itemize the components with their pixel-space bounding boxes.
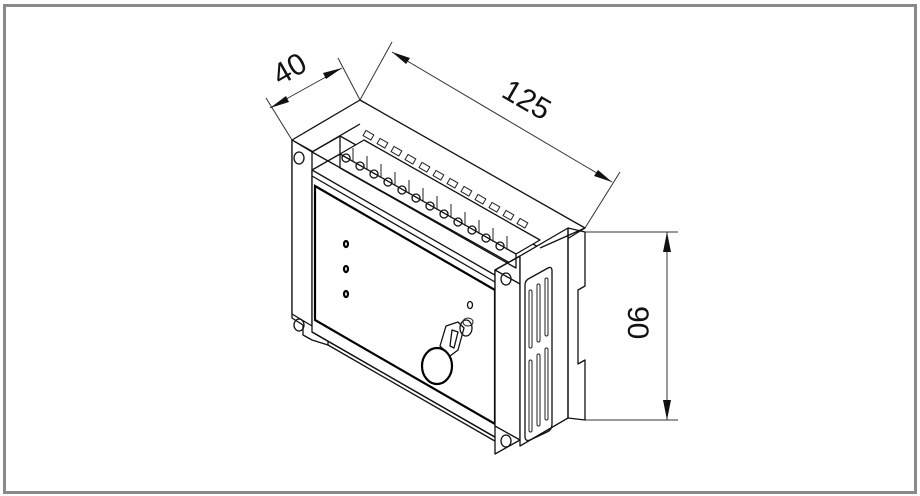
mounting-hole-bottom-left	[293, 318, 305, 332]
indicator-led-1	[342, 239, 350, 249]
terminal-block-row	[339, 129, 541, 269]
indicator-led-3	[342, 289, 350, 299]
enclosure-body	[291, 99, 586, 455]
mounting-hole-bottom-right	[500, 434, 512, 448]
indicator-led-2	[342, 264, 350, 274]
dimension-label-40: 40	[267, 47, 312, 92]
drawing-frame	[3, 4, 917, 494]
key-lock-icon	[420, 317, 474, 386]
dimension-90: 90	[585, 231, 678, 421]
mounting-hole-top-right	[500, 272, 512, 286]
indicator-led-4	[466, 300, 474, 310]
dimension-label-90: 90	[621, 306, 654, 339]
mounting-hole-top-left	[293, 151, 305, 165]
vent-grille	[524, 266, 553, 442]
